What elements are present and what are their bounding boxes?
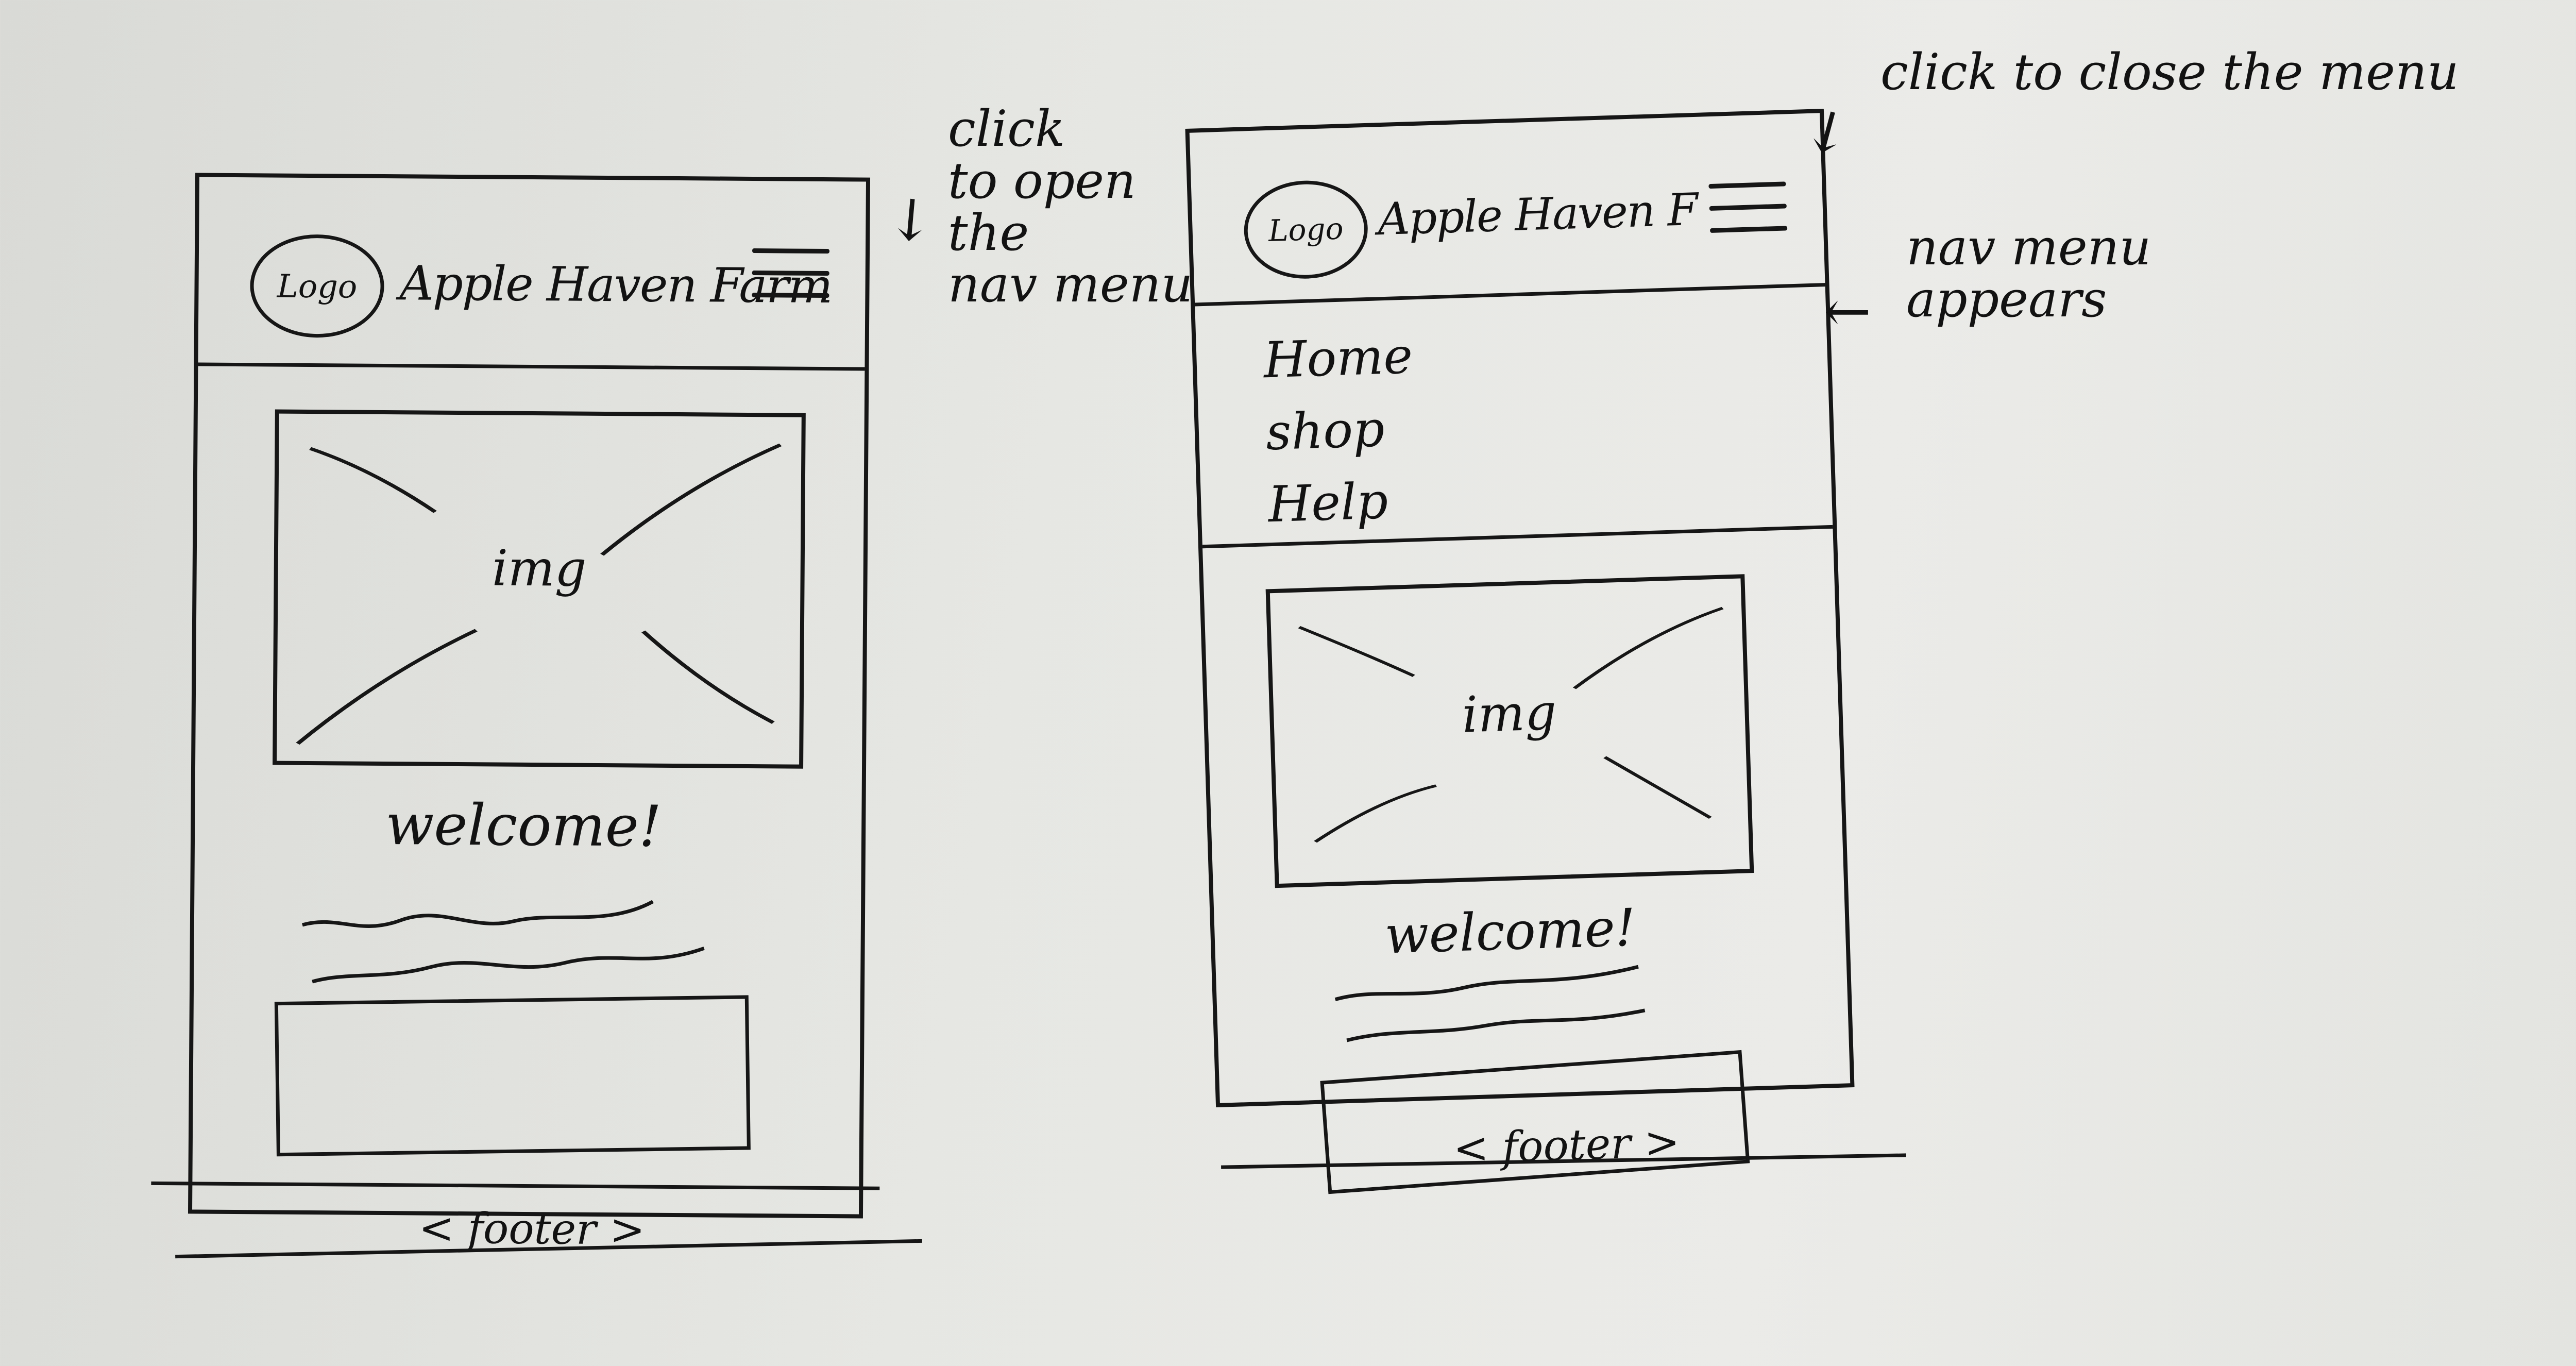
annotation-close-menu: click to close the menu xyxy=(1880,43,2459,101)
text-placeholder xyxy=(297,889,709,995)
wireframe-menu-open: Logo Apple Haven F Home shop Help img we… xyxy=(1185,108,1855,1194)
header: Logo Apple Haven Farm xyxy=(198,177,866,371)
logo: Logo xyxy=(249,234,385,339)
header: Logo Apple Haven F xyxy=(1189,113,1825,307)
nav-item-help[interactable]: Help xyxy=(1267,471,1389,534)
annotation-menu-appears: nav menu appears xyxy=(1906,218,2151,328)
image-label: img xyxy=(1461,683,1557,744)
welcome-heading: welcome! xyxy=(385,791,662,859)
annotation-open-menu: click to open the nav menu xyxy=(948,100,1193,314)
nav-item-home[interactable]: Home xyxy=(1262,327,1414,390)
image-placeholder: img xyxy=(1265,574,1754,888)
wireframe-menu-closed: Logo Apple Haven Farm img welcome! xyxy=(151,173,880,1255)
text-placeholder xyxy=(1329,964,1651,1051)
arrow-icon: ← xyxy=(1824,278,1872,344)
image-label: img xyxy=(492,539,587,598)
welcome-heading: welcome! xyxy=(1383,897,1637,966)
hamburger-menu-icon[interactable] xyxy=(752,243,830,321)
brand-name: Apple Haven F xyxy=(1377,183,1698,246)
nav-item-shop[interactable]: shop xyxy=(1265,400,1386,462)
content-block[interactable] xyxy=(274,995,751,1157)
footer: < footer > xyxy=(1452,1117,1681,1174)
hamburger-menu-icon[interactable] xyxy=(1708,176,1788,256)
logo: Logo xyxy=(1242,178,1369,281)
arrow-icon: ↙ xyxy=(870,178,950,259)
footer-divider xyxy=(151,1181,880,1190)
image-placeholder: img xyxy=(273,409,806,769)
nav-menu: Home shop Help xyxy=(1195,283,1833,549)
